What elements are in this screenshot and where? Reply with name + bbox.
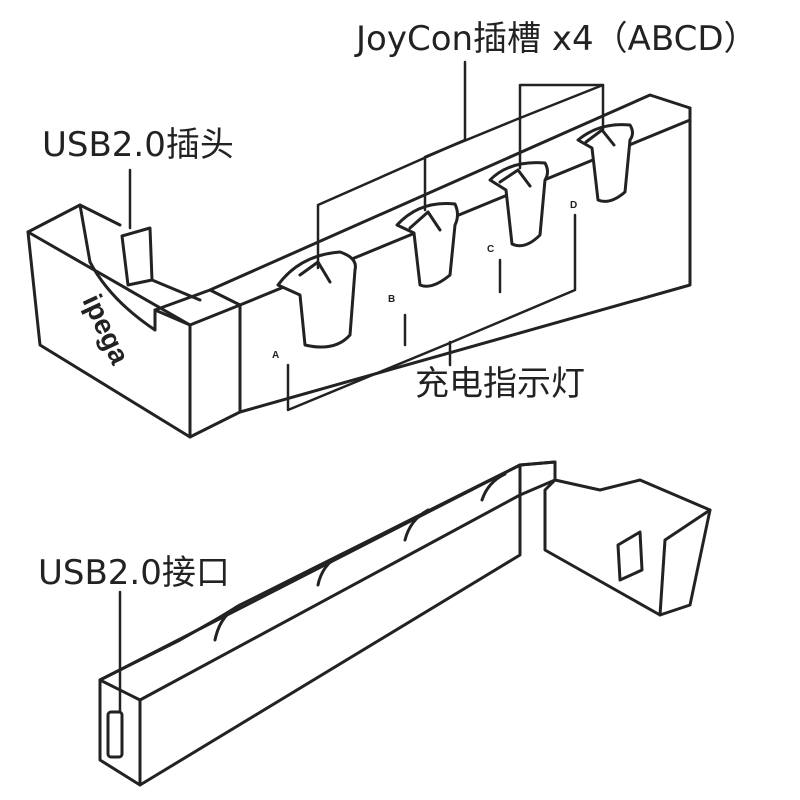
usb-plug-label: USB2.0插头 xyxy=(42,125,234,165)
led-label-b: B xyxy=(388,294,395,305)
usb-plug-shape xyxy=(120,226,154,287)
usb-plug-bottom-shape xyxy=(616,530,644,582)
slot-a xyxy=(276,250,357,349)
slot-c xyxy=(488,161,549,248)
led-label-a: A xyxy=(272,350,279,361)
charging-dock-top-view: ipega A B C D xyxy=(26,93,692,439)
charge-indicator-label: 充电指示灯 xyxy=(415,364,585,404)
usb-port-shape xyxy=(106,710,124,759)
leader-lines xyxy=(128,60,605,412)
joycon-slots-label: JoyCon插槽 x4（ABCD） xyxy=(356,19,758,59)
charging-dock-bottom-view xyxy=(98,460,712,787)
slot-b xyxy=(395,201,459,288)
led-label-d: D xyxy=(570,200,577,211)
led-label-c: C xyxy=(487,244,494,255)
usb-port-label: USB2.0接口 xyxy=(38,553,230,593)
